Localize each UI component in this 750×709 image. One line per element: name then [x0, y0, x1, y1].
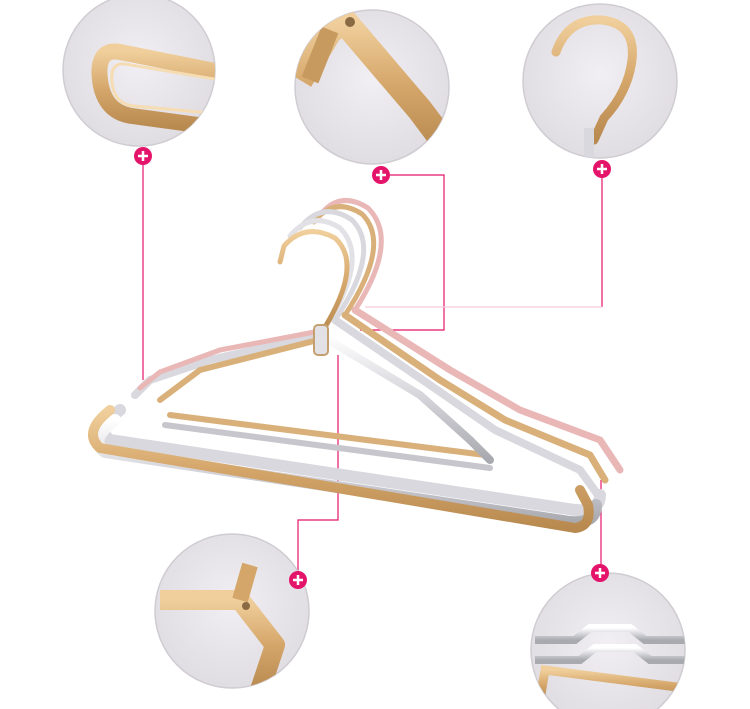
plus-marker-shoulder-notch[interactable] — [591, 564, 609, 582]
plus-icon — [138, 151, 148, 161]
hanger-hook-detail — [522, 3, 678, 159]
hanger-stack-photo — [88, 198, 624, 533]
plus-icon — [595, 568, 605, 578]
hanger-shoulder-joint-detail — [294, 9, 450, 165]
plus-marker-shoulder-joint[interactable] — [372, 166, 390, 184]
plus-icon — [293, 575, 303, 585]
plus-marker-bar-corner[interactable] — [289, 571, 307, 589]
plus-marker-hook[interactable] — [593, 160, 611, 178]
plus-icon — [597, 164, 607, 174]
plus-marker-end-loop[interactable] — [134, 147, 152, 165]
connector-lines — [142, 158, 603, 580]
plus-icon — [376, 170, 386, 180]
hanger-end-loop-detail — [62, 0, 216, 147]
hanger-shoulder-notch-detail — [530, 572, 686, 709]
hanger-bar-corner-detail — [154, 533, 310, 689]
